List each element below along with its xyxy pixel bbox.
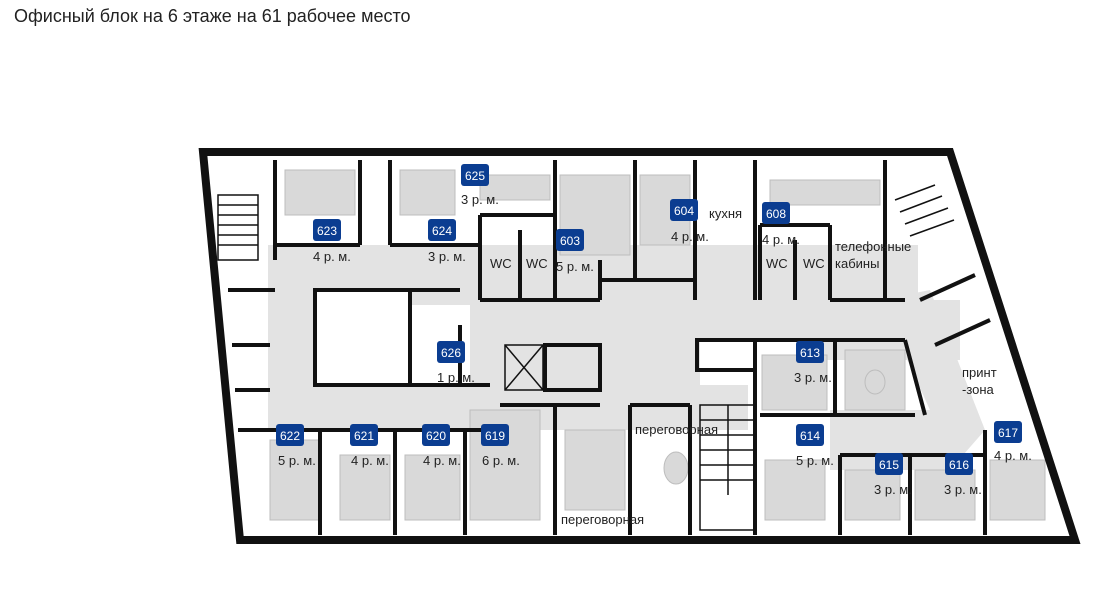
room-number: 608 — [766, 207, 786, 221]
room-number: 617 — [998, 426, 1018, 440]
room-seats: 4 р. м. — [313, 249, 351, 264]
room-624: 624 3 р. м. — [428, 219, 466, 264]
meeting-room-label: переговорная — [635, 422, 718, 437]
room-number: 621 — [354, 429, 374, 443]
room-seats: 4 р. м. — [351, 453, 389, 468]
room-619: 619 6 р. м. — [481, 424, 520, 468]
room-number: 626 — [441, 346, 461, 360]
room-number: 616 — [949, 458, 969, 472]
print-zone-label: принт — [962, 365, 997, 380]
print-zone-label-2: -зона — [962, 382, 995, 397]
room-seats: 3 р. м. — [874, 482, 912, 497]
room-615: 615 3 р. м. — [874, 453, 912, 497]
wc-label: WC — [803, 256, 825, 271]
room-seats: 4 р. м. — [671, 229, 709, 244]
room-seats: 3 р. м. — [944, 482, 982, 497]
room-number: 624 — [432, 224, 452, 238]
wc-label: WC — [766, 256, 788, 271]
room-604: 604 4 р. м. — [670, 199, 709, 244]
furniture — [269, 169, 1046, 521]
phone-booths-label-2: кабины — [835, 256, 879, 271]
room-620: 620 4 р. м. — [422, 424, 461, 468]
room-625: 625 3 р. м. — [461, 164, 499, 207]
room-621: 621 4 р. м. — [350, 424, 389, 468]
room-number: 614 — [800, 429, 820, 443]
room-seats: 5 р. м. — [796, 453, 834, 468]
wc-label: WC — [526, 256, 548, 271]
room-616: 616 3 р. м. — [944, 453, 982, 497]
room-number: 603 — [560, 234, 580, 248]
room-seats: 4 р. м. — [423, 453, 461, 468]
plan-title: Офисный блок на 6 этаже на 61 рабочее ме… — [14, 6, 411, 26]
room-613: 613 3 р. м. — [794, 341, 832, 385]
room-number: 625 — [465, 169, 485, 183]
room-seats: 3 р. м. — [428, 249, 466, 264]
room-623: 623 4 р. м. — [313, 219, 351, 264]
room-badges: 623 4 р. м. 624 3 р. м. 625 3 р. м. 603 … — [276, 164, 1032, 497]
room-626: 626 1 р. м. — [437, 341, 475, 385]
room-number: 622 — [280, 429, 300, 443]
room-number: 613 — [800, 346, 820, 360]
wc-label: WC — [490, 256, 512, 271]
kitchen-label: кухня — [709, 206, 742, 221]
room-614: 614 5 р. м. — [796, 424, 834, 468]
room-608: 608 4 р. м. — [762, 202, 800, 247]
meeting-room-label-2: переговорная — [561, 512, 644, 527]
room-seats: 4 р. м. — [762, 232, 800, 247]
room-seats: 5 р. м. — [556, 259, 594, 274]
room-number: 623 — [317, 224, 337, 238]
room-number: 620 — [426, 429, 446, 443]
room-seats: 3 р. м. — [461, 192, 499, 207]
phone-booths-label: телефонные — [835, 239, 911, 254]
room-number: 619 — [485, 429, 505, 443]
room-seats: 4 р. м. — [994, 448, 1032, 463]
room-622: 622 5 р. м. — [276, 424, 316, 468]
room-seats: 5 р. м. — [278, 453, 316, 468]
room-seats: 6 р. м. — [482, 453, 520, 468]
room-number: 604 — [674, 204, 694, 218]
room-labels: WC WC WC WC кухня телефонные кабины прин… — [490, 206, 997, 527]
room-603: 603 5 р. м. — [556, 229, 594, 274]
room-seats: 3 р. м. — [794, 370, 832, 385]
room-seats: 1 р. м. — [437, 370, 475, 385]
walls — [198, 148, 1081, 544]
room-617: 617 4 р. м. — [994, 421, 1032, 463]
room-number: 615 — [879, 458, 899, 472]
